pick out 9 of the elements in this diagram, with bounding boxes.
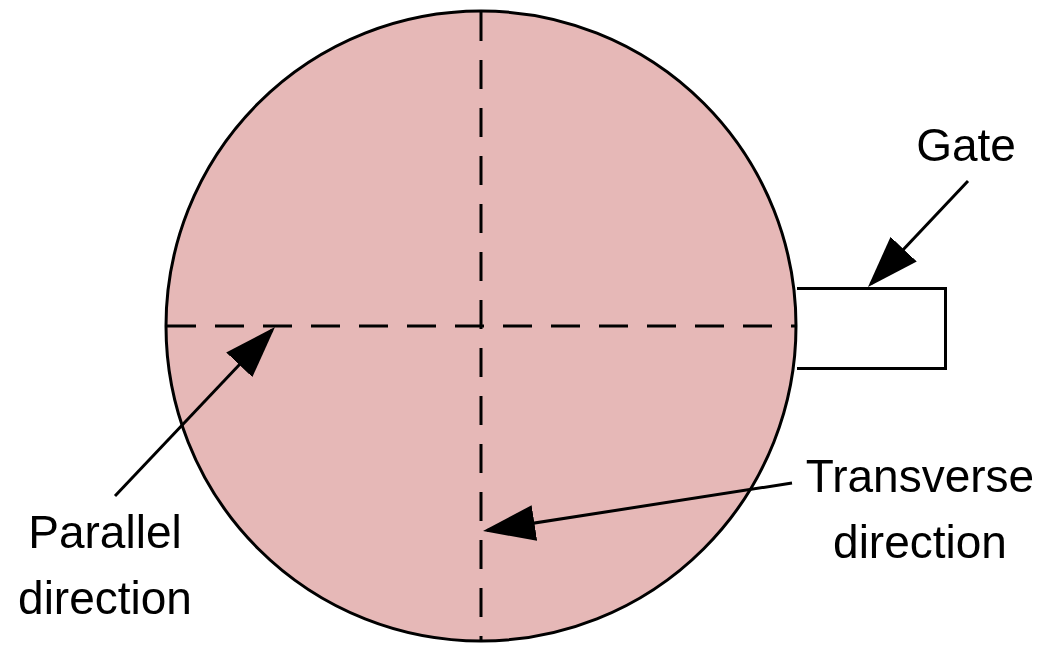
callout-label: Gate [916,112,1016,178]
leader-arrow [483,481,793,541]
callout-label: Transverse direction [805,443,1035,575]
leader-arrow [868,179,970,287]
callout-label: Parallel direction [18,499,192,631]
dashed-line [167,324,795,328]
leader-arrow [113,327,275,498]
rectangular-tab [797,287,947,370]
dashed-line [479,12,483,640]
